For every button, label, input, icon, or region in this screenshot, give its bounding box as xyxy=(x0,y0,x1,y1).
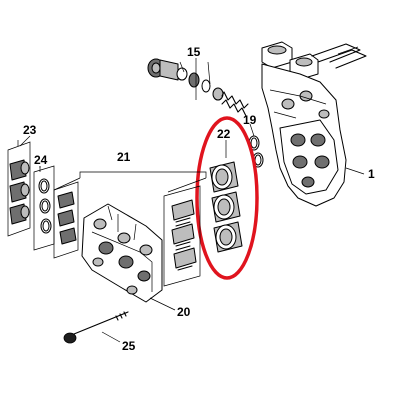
left-valve-stack xyxy=(57,191,77,245)
seal-ring-lower xyxy=(213,221,243,253)
callout-24: 24 xyxy=(34,153,48,167)
callout-21: 21 xyxy=(117,150,131,164)
plug-bottom xyxy=(9,203,30,225)
seal-ring-middle xyxy=(211,191,241,223)
callout-1: 1 xyxy=(368,167,375,181)
valve-cover-part-20 xyxy=(81,203,163,303)
plug-set-part-23 xyxy=(7,140,31,237)
callout-15: 15 xyxy=(187,45,201,59)
leader-lines xyxy=(19,58,365,343)
bolt-part-25 xyxy=(63,311,129,344)
seal-ring-set-part-22 xyxy=(209,161,243,253)
highlight-circle xyxy=(195,116,259,280)
callout-20: 20 xyxy=(177,305,191,319)
seal-set-part-24 xyxy=(33,165,55,251)
plug-top xyxy=(9,159,30,181)
callout-23: 23 xyxy=(23,123,37,137)
callout-19: 19 xyxy=(243,113,257,127)
seal-ring-upper xyxy=(209,161,239,193)
plug-middle xyxy=(9,181,30,203)
callout-25: 25 xyxy=(122,339,136,353)
valve-assembly-part-15 xyxy=(147,58,249,117)
spring-valve-stack xyxy=(171,199,197,271)
pump-housing-part-1 xyxy=(261,41,367,207)
callout-22: 22 xyxy=(217,127,231,141)
valve-group-part-21 xyxy=(53,171,207,287)
